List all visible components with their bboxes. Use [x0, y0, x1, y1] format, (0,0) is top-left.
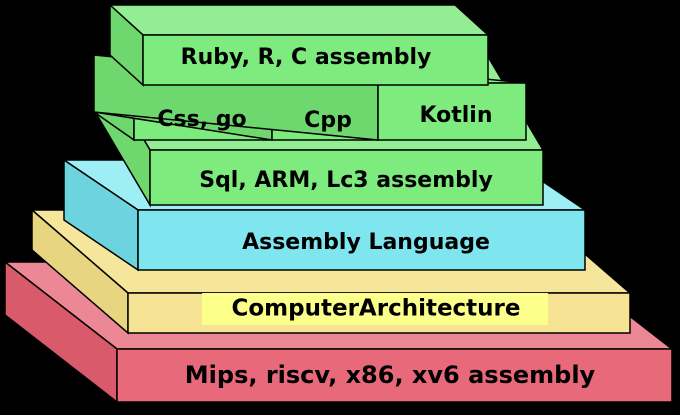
mips-label-background — [150, 355, 628, 395]
ruby-label-background — [146, 38, 480, 78]
asm-layer-label: Assembly Language — [242, 230, 490, 255]
sql-label-background — [160, 164, 532, 198]
ruby-block-top — [108, 4, 490, 36]
mips-layer-label: Mips, riscv, x86, xv6 assembly — [184, 361, 596, 389]
css-layer-label: Css, go — [157, 107, 247, 132]
arch-label-background — [202, 293, 548, 325]
ruby-layer-label: Ruby, R, C assembly — [180, 45, 432, 70]
sql-layer-label: Sql, ARM, Lc3 assembly — [199, 168, 493, 193]
asm-label-background — [212, 226, 520, 260]
kotlin-label-background — [386, 97, 522, 137]
arch-layer-label: ComputerArchitecture — [231, 295, 521, 322]
cpp-layer-label: Cpp — [304, 108, 352, 133]
kotlin-layer-label: Kotlin — [419, 103, 493, 128]
